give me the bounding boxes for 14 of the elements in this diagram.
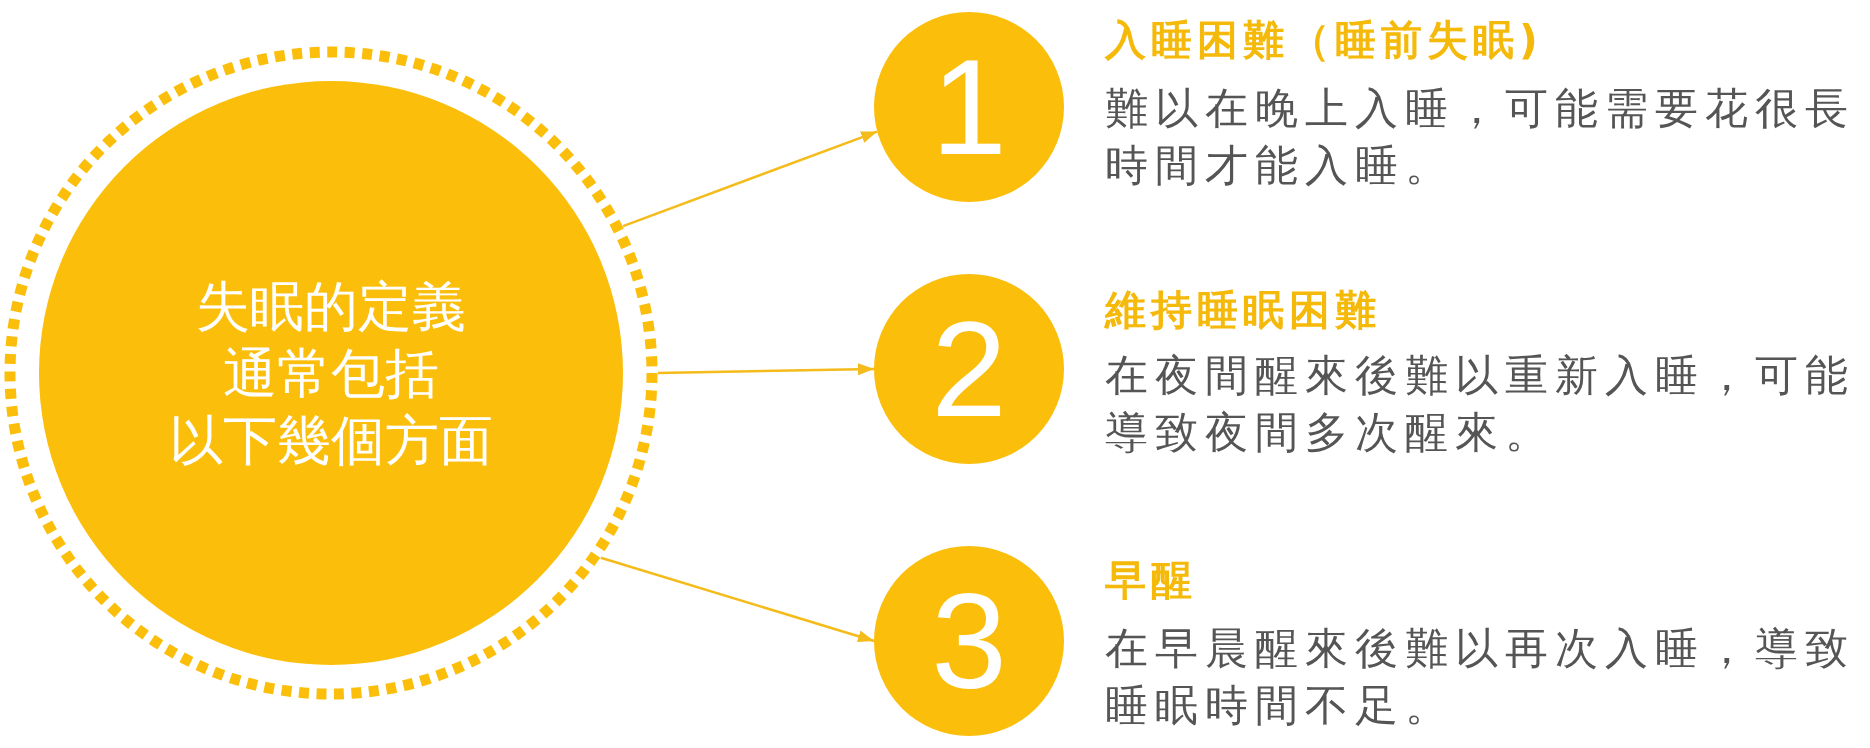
arrow xyxy=(622,130,878,228)
item-description: 在夜間醒來後難以重新入睡，可能導致夜間多次醒來。 xyxy=(1105,349,1856,459)
number-circle: 3 xyxy=(874,546,1064,736)
center-text: 失眠的定義通常包括以下幾個方面 xyxy=(169,273,493,474)
ringed-circle xyxy=(4,46,658,700)
arrow xyxy=(657,363,875,376)
item-description: 在早晨醒來後難以再次入睡，導致睡眠時間不足。 xyxy=(1105,622,1856,732)
number-circle: 1 xyxy=(874,12,1064,202)
item-description: 難以在晚上入睡，可能需要花很長時間才能入睡。 xyxy=(1105,82,1856,192)
arrow xyxy=(600,556,875,643)
item-heading: 維持睡眠困難 xyxy=(1105,286,1381,334)
item-heading: 早醒 xyxy=(1105,556,1197,604)
number-circle: 2 xyxy=(874,274,1064,464)
item-heading: 入睡困難（睡前失眠) xyxy=(1105,16,1543,64)
